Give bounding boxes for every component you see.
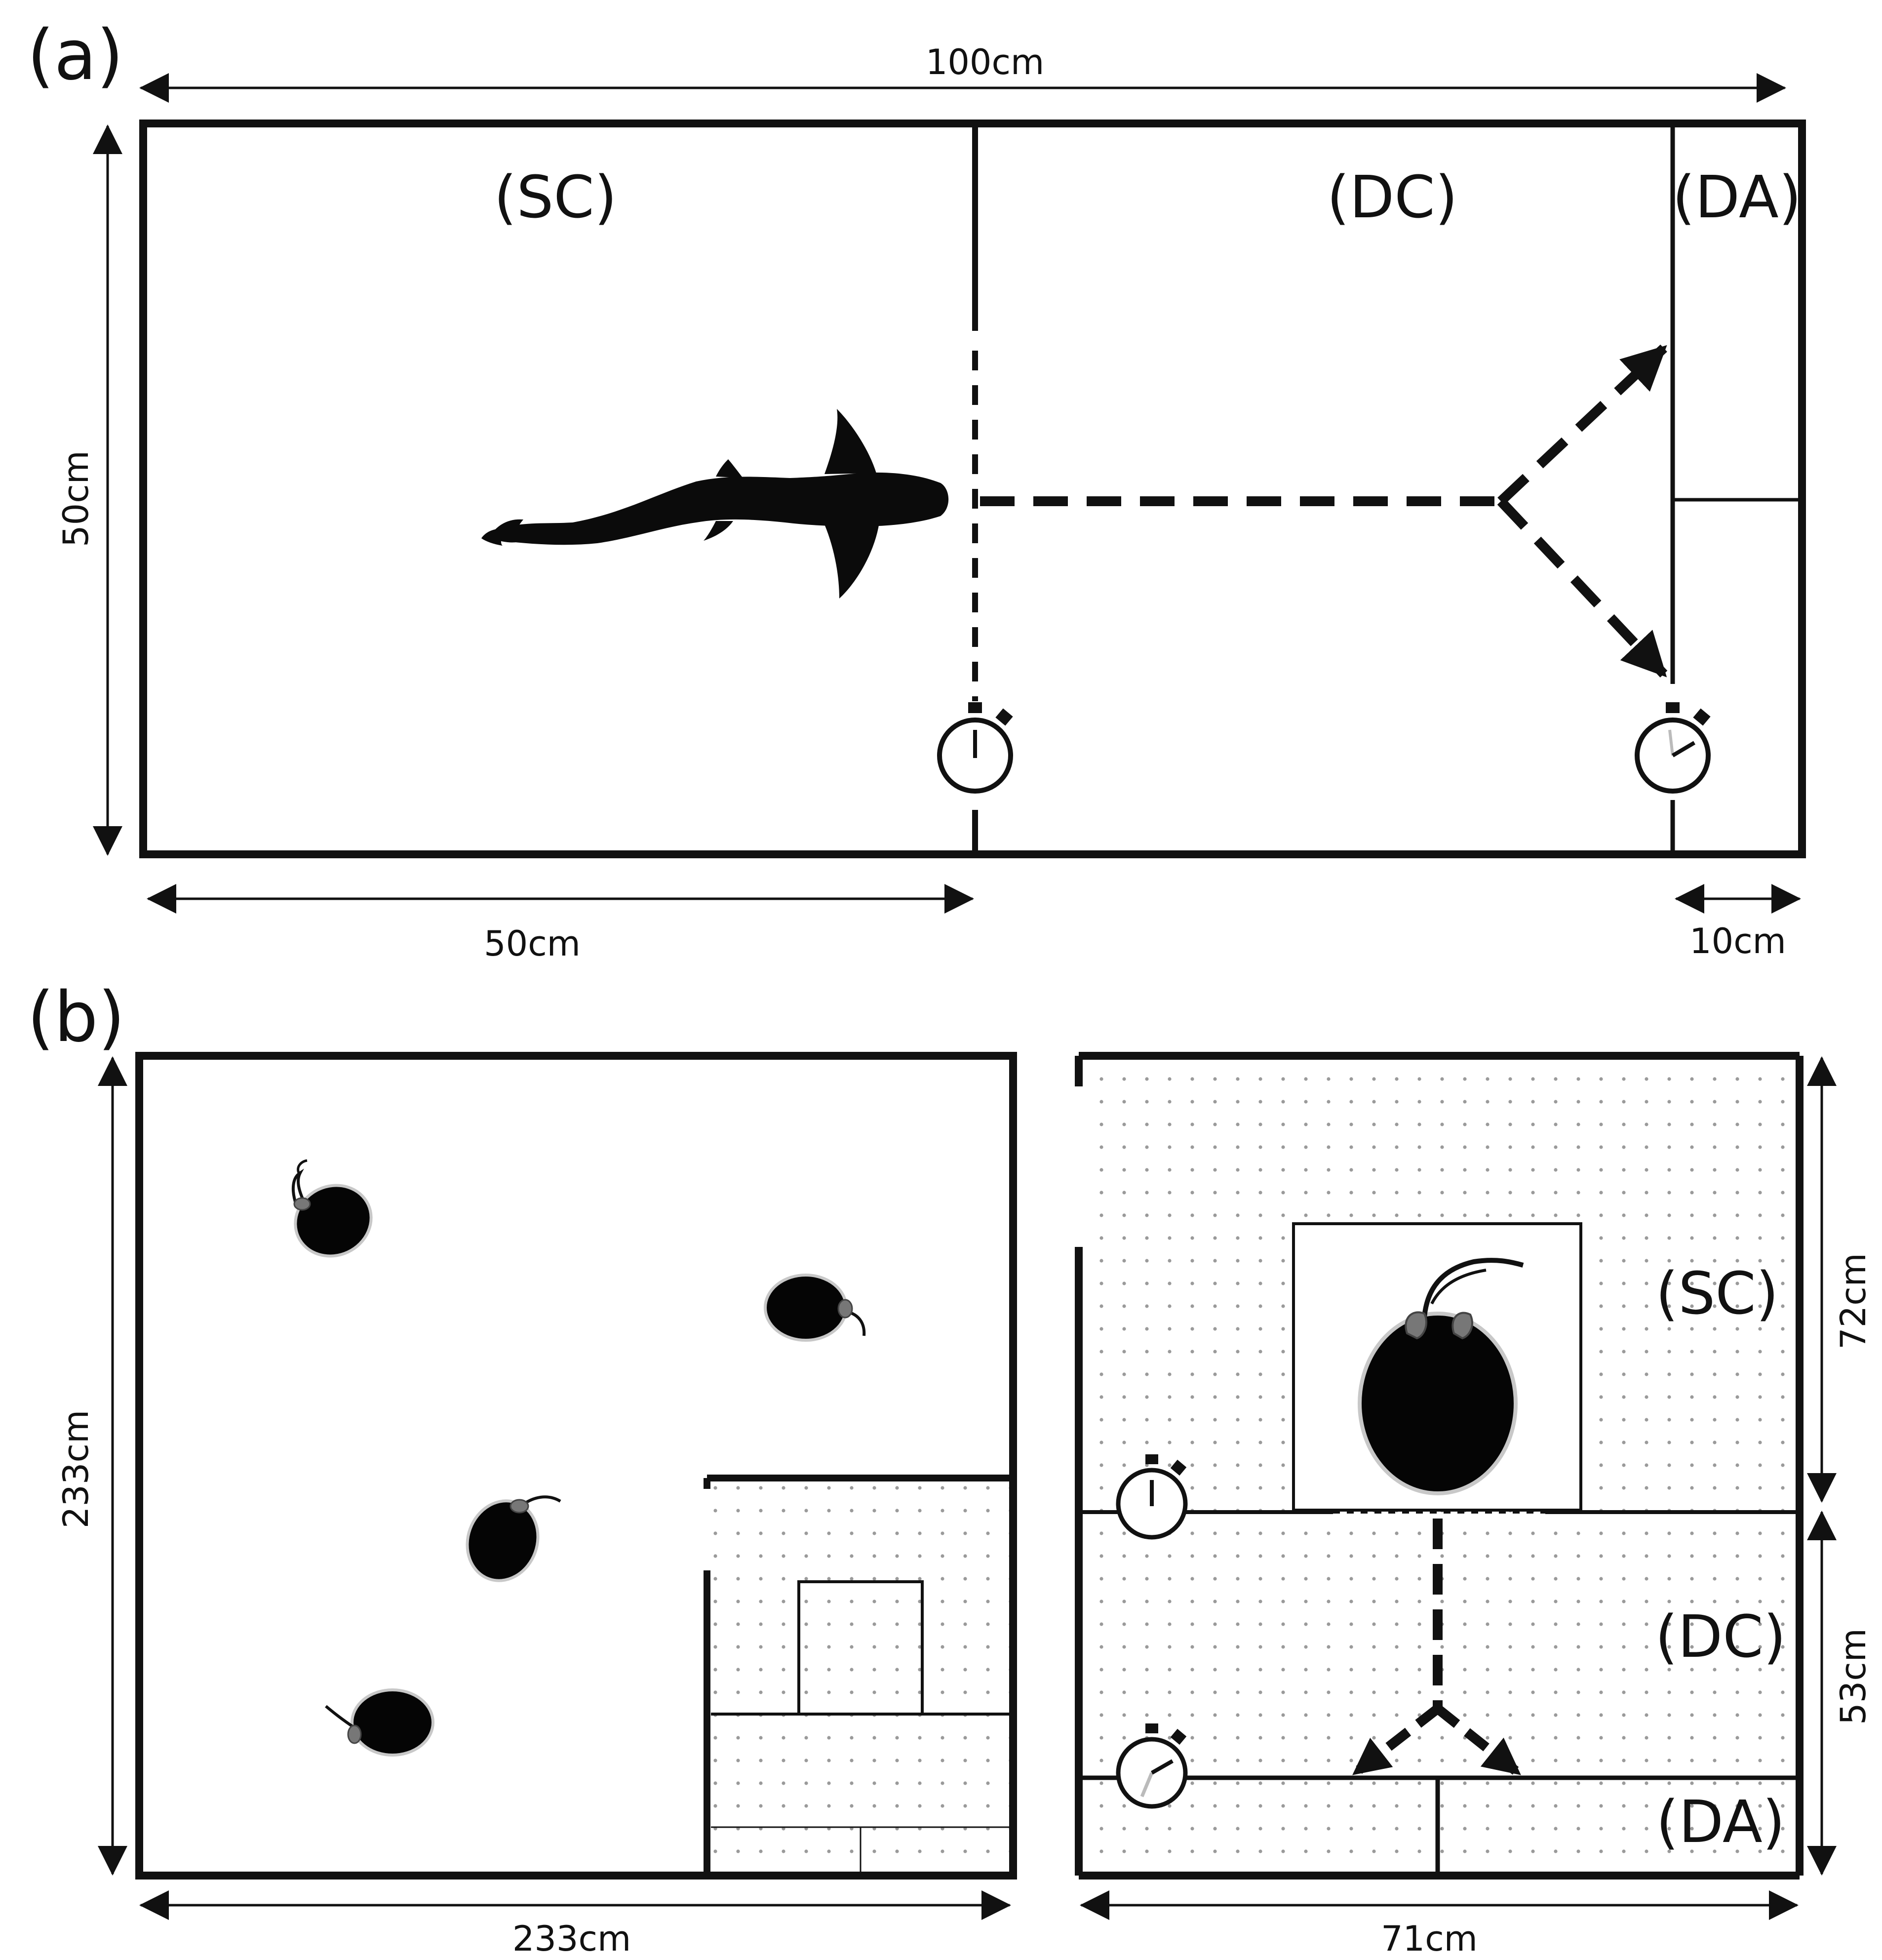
zone-b-dc: (DC) [1655, 1602, 1786, 1671]
path-a-decision [980, 344, 1668, 678]
stingray-icon [764, 1274, 866, 1342]
stingray-icon [291, 1159, 373, 1258]
stingray-icon [466, 1495, 561, 1582]
dimension-b-bottom-right: 71cm [1080, 1890, 1799, 1959]
dimension-b-bottom-left-label: 233cm [512, 1919, 631, 1959]
stopwatch-icon [937, 702, 1013, 794]
stopwatch-icon [1116, 1454, 1188, 1540]
dimension-b-right-middle: 53cm [1807, 1511, 1874, 1876]
tank-b-arena-inset [704, 1475, 1009, 1872]
stingray-icon [325, 1688, 434, 1757]
panel-b-label: (b) [27, 977, 125, 1058]
dimension-b-bottom-right-label: 71cm [1381, 1919, 1478, 1959]
zone-a-sc: (SC) [494, 163, 617, 231]
dimension-a-bottom-left-label: 50cm [484, 923, 581, 964]
stopwatch-icon [1116, 1723, 1188, 1809]
dimension-a-bottom-right-label: 10cm [1689, 921, 1786, 961]
dimension-b-right-top-label: 72cm [1833, 1253, 1874, 1350]
dimension-b-right-top: 72cm [1807, 1056, 1874, 1503]
dimension-b-bottom-left: 233cm [139, 1890, 1011, 1959]
dimension-a-top: 100cm [139, 42, 1786, 103]
dimension-b-left-label: 233cm [56, 1410, 96, 1528]
stopwatch-icon [1635, 702, 1711, 794]
stingray-icon [1358, 1258, 1524, 1495]
dimension-b-left: 233cm [56, 1056, 127, 1876]
panel-a-label: (a) [27, 15, 123, 96]
dimension-b-right-middle-label: 53cm [1833, 1628, 1874, 1725]
arena-b-enlarged [1075, 1052, 1804, 1880]
zone-a-dc: (DC) [1327, 163, 1457, 231]
dimension-a-left-label: 50cm [56, 450, 96, 547]
dimension-a-bottom-right: 10cm [1675, 884, 1801, 961]
dimension-a-left: 50cm [56, 124, 122, 856]
zone-a-da: (DA) [1672, 163, 1802, 231]
shark-icon [481, 409, 949, 599]
zone-b-da: (DA) [1656, 1788, 1785, 1856]
dimension-a-bottom-left: 50cm [147, 884, 974, 964]
zone-b-sc: (SC) [1655, 1259, 1778, 1327]
dimension-a-top-label: 100cm [926, 42, 1044, 82]
